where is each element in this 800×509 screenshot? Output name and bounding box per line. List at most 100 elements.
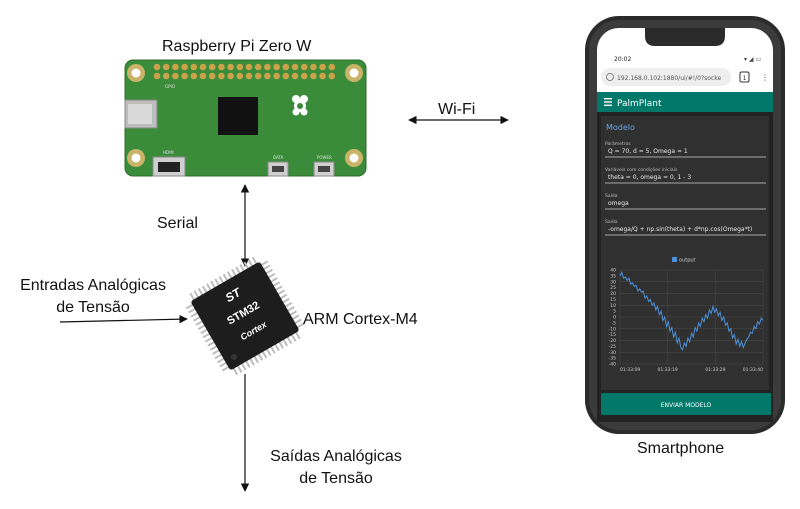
field-output-2[interactable]: Saída -omega/Q + np.sin(theta) + d*np.co… [605, 218, 766, 236]
app-header [597, 92, 773, 112]
chip-pin [197, 324, 206, 330]
gpio-pin [218, 63, 225, 71]
chip-pin [204, 336, 213, 343]
y-tick-label: -35 [609, 356, 616, 362]
app-title: PalmPlant [617, 99, 662, 109]
chip-pin [265, 268, 274, 275]
gpio-pin [181, 63, 188, 71]
gpio-pin [254, 72, 262, 80]
chip-pin [214, 353, 223, 360]
chip-pin [247, 259, 254, 268]
send-model-button[interactable] [601, 393, 771, 415]
chip-pin [206, 283, 212, 292]
chip-pin [272, 281, 281, 287]
gpio-pin [291, 72, 299, 80]
chip-pin [212, 349, 221, 355]
status-time: 20:02 [614, 56, 631, 63]
chip-pin [244, 360, 251, 369]
gpio-pin [208, 72, 216, 80]
chip-pin [267, 272, 276, 279]
chip-pin [279, 293, 288, 300]
chip-pin [192, 315, 201, 322]
cpu-label: ARM Cortex-M4 [303, 311, 418, 328]
field-output-1[interactable]: Saída omega [605, 192, 766, 210]
gpio-pin [218, 72, 225, 80]
gpio-pin [172, 63, 179, 71]
chip-pin [235, 266, 241, 275]
gpio-pin [328, 63, 336, 71]
chip-pin [243, 261, 250, 270]
y-tick-label: 35 [610, 273, 616, 279]
chip-pin [249, 357, 255, 366]
chip-pin [260, 260, 269, 267]
chip-pin [200, 328, 209, 335]
gpio-pin [319, 72, 326, 80]
chip-pin [286, 306, 295, 312]
gpio-pin [282, 63, 290, 71]
gpio-pin [153, 63, 161, 71]
info-icon [606, 73, 614, 81]
gpio-pin [199, 72, 207, 80]
chip-pin [222, 273, 229, 282]
tabs-icon[interactable] [739, 71, 750, 83]
menu-dots-icon[interactable]: ⋮ [761, 73, 769, 82]
chip-pin [214, 278, 221, 287]
soc-chip [218, 97, 258, 135]
chip-pin [278, 340, 284, 349]
gpio-pin [190, 63, 198, 71]
x-tick-label: 01:33:09 [620, 367, 640, 373]
field-parameters[interactable]: Parâmetros Q = 70, d = 5, Omega = 1 [605, 140, 766, 158]
gpio-pin [273, 72, 280, 80]
y-tick-label: 5 [613, 309, 616, 315]
analog-outputs-line2: de Tensão [299, 470, 373, 487]
chip-pin [289, 310, 298, 317]
chip-pin [193, 290, 200, 299]
y-tick-label: -20 [609, 338, 616, 344]
chip-pin [239, 263, 246, 272]
gpio-pin [310, 72, 317, 80]
chip-pin [189, 292, 196, 301]
gpio-pin [254, 63, 262, 71]
y-tick-label: -30 [609, 350, 616, 356]
chip-pin [226, 271, 233, 280]
smartphone-label: Smartphone [637, 440, 725, 457]
smartphone: 20:02 ▾ ◢ ▭ 192.168.0.102:1880/ui/#!/0?s… [585, 16, 785, 434]
send-model-label: ENVIAR MODELO [661, 402, 712, 409]
gpio-pin [300, 63, 308, 71]
gpio-pin [264, 63, 271, 71]
chip-pin [296, 322, 305, 329]
chip-pin [291, 314, 300, 321]
url-bar[interactable] [601, 68, 731, 86]
chip-pin [274, 285, 283, 292]
chip-pin [262, 264, 271, 271]
raspberry-logo [292, 95, 308, 116]
hamburger-icon[interactable] [604, 98, 612, 106]
data-usb-port [267, 161, 289, 177]
gpio-pin [273, 63, 280, 71]
y-tick-label: 30 [610, 279, 616, 285]
gpio-pin [153, 72, 161, 80]
y-tick-label: -25 [609, 344, 616, 350]
chip-pin [232, 367, 239, 376]
field-value: Q = 70, d = 5, Omega = 1 [608, 148, 688, 155]
chip-pin [202, 332, 211, 339]
chip-pin [210, 280, 216, 289]
gpio-pin [282, 72, 290, 80]
wifi-label: Wi-Fi [438, 101, 476, 118]
analog-inputs-line1: Entradas Analógicas [20, 277, 166, 294]
hdmi-label: HDMI [163, 150, 174, 155]
gpio-pin [319, 63, 326, 71]
chip-pin [240, 362, 247, 371]
field-label: Saída [605, 192, 618, 199]
gpio-pin [300, 72, 308, 80]
tabs-count: 1 [743, 75, 747, 82]
url-text: 192.168.0.102:1880/ui/#!/0?socke [617, 75, 722, 82]
chip-pin [216, 357, 225, 364]
y-tick-label: -40 [609, 362, 616, 368]
gpio-pin [181, 72, 188, 80]
y-tick-label: 20 [610, 291, 616, 297]
field-variables[interactable]: Variáveis com condições iniciais theta =… [605, 166, 766, 184]
chip-pin [257, 352, 264, 361]
